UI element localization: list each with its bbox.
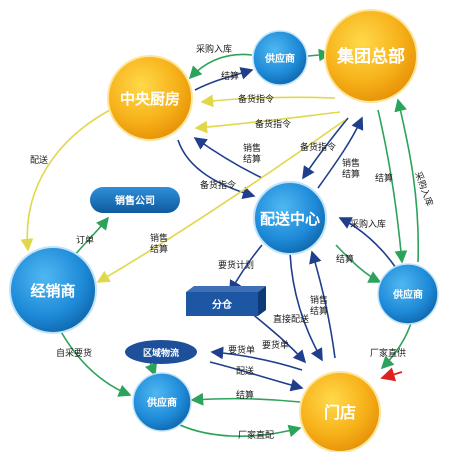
node-store: 门店 [299,371,381,452]
node-sales-company: 销售公司 [90,187,180,213]
label-stock-cmd-4: 备货指令 [200,179,236,191]
label-direct-delivery: 直接配送 [273,313,309,325]
edge-kitchen-to-dc [177,139,256,199]
node-sub-warehouse: 分仓 [186,286,266,316]
node-regional-logistics-label: 区域物流 [143,347,179,359]
node-supplier-top-label: 供应商 [264,52,295,65]
label-sales-settle-dealer: 销售结算 [150,232,168,255]
label-settle-bottom: 结算 [236,389,254,401]
red-pointer-arrow [380,367,403,382]
label-factory-direct-right: 厂家直供 [370,347,406,359]
edge-dc-to-store [289,251,323,362]
edge-dealer-to-supbottom [59,329,132,397]
node-dealer-label: 经销商 [30,282,75,300]
label-request-order-2: 要货单 [262,339,289,351]
label-stock-cmd-2: 备货指令 [255,118,291,130]
node-sub-warehouse-label: 分仓 [212,298,233,311]
edge-store-to-dc [309,250,336,359]
node-kitchen: 中央厨房 [107,55,193,141]
edge-supplier-to-kitchen [188,53,253,80]
node-supplier-bottom: 供应商 [132,372,192,432]
node-supplier-top: 供应商 [252,30,308,86]
label-factory-direct-bottom: 厂家直配 [238,429,274,441]
edge-hq-to-supright [377,109,408,264]
label-request-plan: 要货计划 [218,259,254,271]
edge-supright-to-hq [394,98,420,263]
label-deliver-regional: 配送 [236,365,254,377]
edge-dc-to-hq [317,116,364,189]
label-stock-cmd-1: 备货指令 [238,93,274,105]
node-dc-label: 配送中心 [260,210,320,228]
label-settle-top: 结算 [221,70,239,82]
edge-supright-to-dc [338,217,397,269]
label-request-order-1: 要货单 [228,344,255,356]
label-deliver-kitchen: 配送 [30,154,48,166]
node-dc: 配送中心 [253,181,327,255]
node-kitchen-label: 中央厨房 [120,90,180,108]
edge-hq-kitchen-2 [194,111,341,134]
node-sales-company-label: 销售公司 [115,194,155,207]
label-stock-cmd-3: 备货指令 [300,141,336,153]
edge-store-to-regional [210,346,303,371]
label-settle-dc: 结算 [336,253,354,265]
edge-supbottom-to-store [169,419,302,438]
node-supplier-right: 供应商 [377,263,439,325]
label-purchase-in-dc: 采购入库 [350,218,386,230]
edge-dc-to-supright [335,244,382,283]
node-regional-logistics: 区域物流 [125,340,197,364]
label-purchase-in-top: 采购入库 [196,43,232,55]
edge-labels: 采购入库 结算 备货指令 备货指令 备货指令 销售结算 备货指令 销售结算 配送… [30,43,436,441]
node-store-label: 门店 [324,403,356,422]
edge-store-to-supbottom [190,392,301,406]
label-sales-settle-hq: 销售结算 [342,157,360,180]
edge-supright-to-store [380,319,413,370]
edges [20,48,420,438]
edge-subwarehouse-to-store [249,311,307,364]
node-hq-label: 集团总部 [336,46,405,67]
label-self-purchase: 自采要货 [56,347,92,359]
edge-kitchen-to-dealer [20,109,111,252]
edge-hq-to-dc [302,117,349,180]
node-hq: 集团总部 [324,9,418,103]
edge-regional-to-store [209,361,304,392]
node-supplier-bottom-label: 供应商 [146,396,177,409]
edge-hq-to-dealer [96,119,346,283]
edge-hq-kitchen-1 [200,94,336,108]
node-dealer: 经销商 [9,246,97,334]
edge-regional-to-supbottom [145,361,157,377]
node-supplier-right-label: 供应商 [392,288,423,301]
edge-kitchen-to-supplier [194,67,254,91]
edge-dc-to-kitchen [193,137,263,179]
label-order-dealer: 订单 [76,234,94,246]
label-settle-right: 结算 [375,172,393,184]
label-sales-settle-kitchen: 销售结算 [243,142,261,165]
label-sales-settle-store: 销售结算 [310,294,328,317]
